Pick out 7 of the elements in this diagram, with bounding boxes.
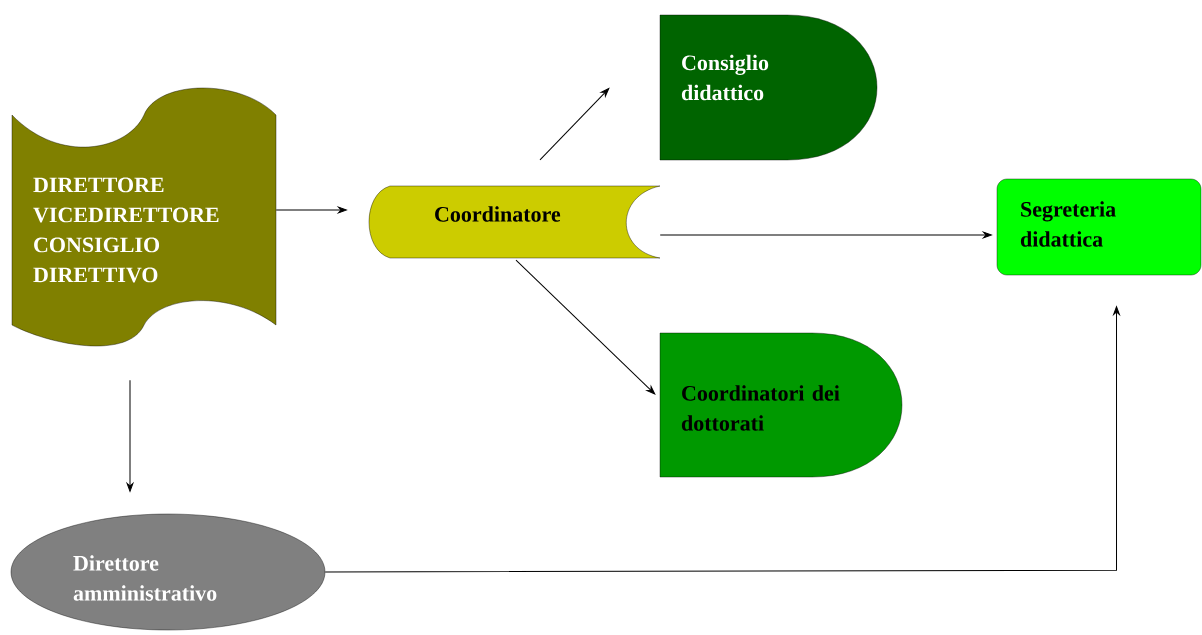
arrow	[539, 88, 610, 161]
arrow	[275, 206, 347, 214]
arrow	[324, 306, 1120, 573]
arrow	[126, 379, 134, 492]
arrow	[515, 259, 656, 395]
rounded-box: Segreteria didattica	[996, 178, 1202, 276]
arrow	[659, 231, 992, 239]
